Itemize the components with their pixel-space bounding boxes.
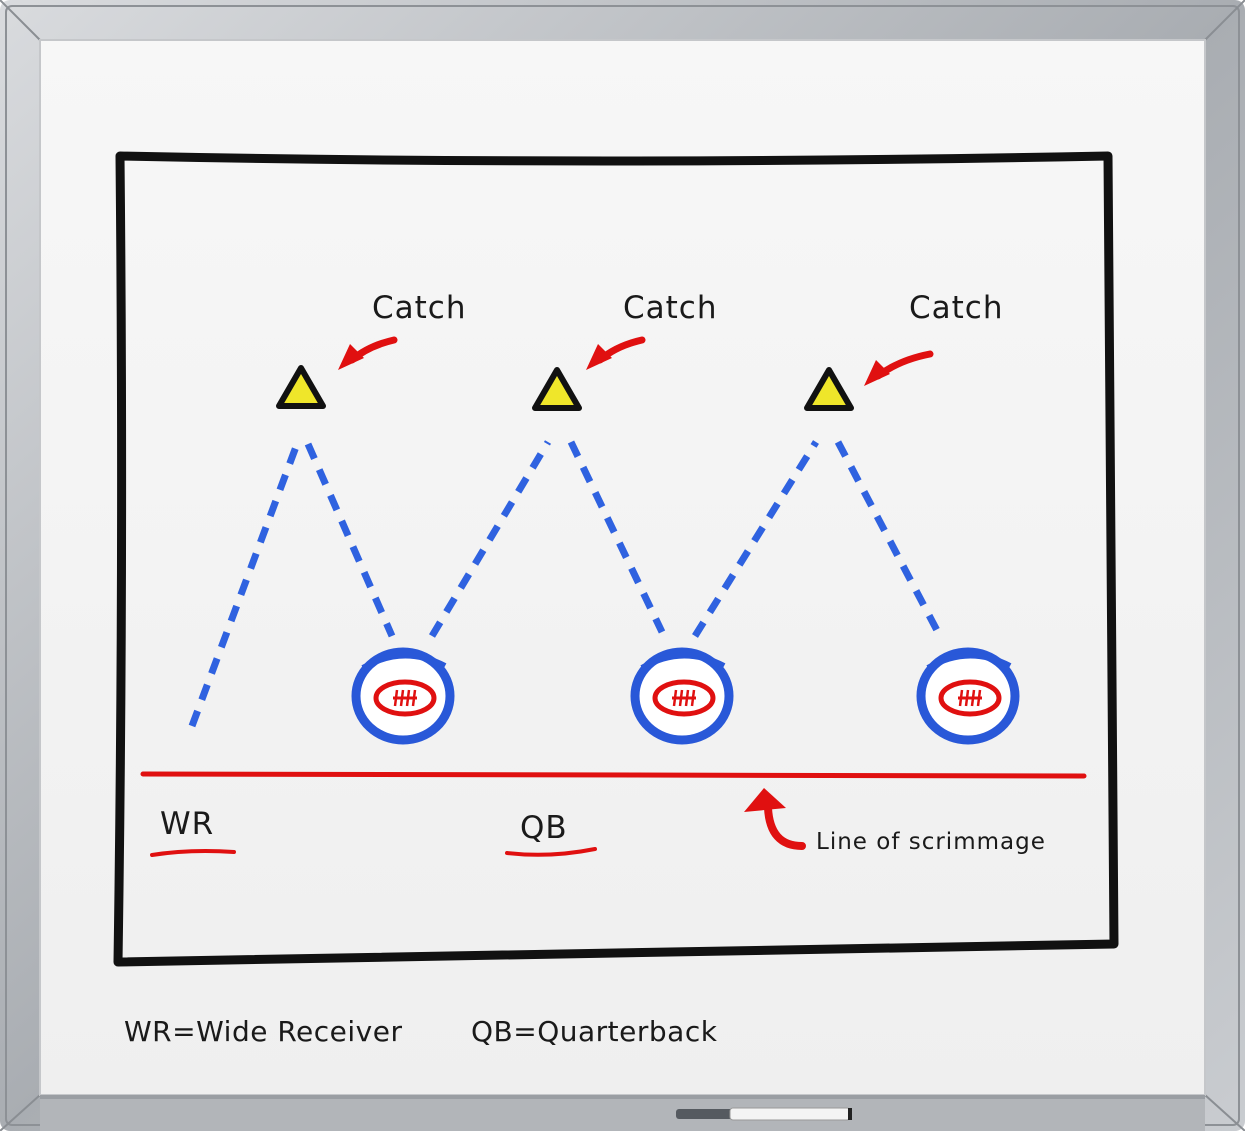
qb-underline	[505, 847, 597, 857]
legend-quarterback: QB=Quarterback	[471, 1015, 718, 1048]
wr-label: WR	[160, 806, 214, 842]
marker-tray	[40, 1095, 1205, 1131]
route-segment	[304, 442, 396, 638]
cone-icon	[532, 367, 582, 411]
football-icon	[351, 647, 455, 745]
football-markers	[351, 647, 1020, 745]
route-segment	[692, 440, 819, 638]
board-surface	[39, 39, 1206, 1096]
line-of-scrimmage	[140, 771, 1087, 779]
cone-icon	[276, 365, 326, 409]
football-icon	[630, 647, 734, 745]
route-segment	[428, 440, 552, 638]
line-of-scrimmage-label: Line of scrimmage	[816, 829, 1046, 855]
football-icon	[916, 647, 1020, 745]
catch-cones	[276, 365, 854, 411]
qb-label: QB	[520, 810, 568, 846]
route-segment	[834, 440, 946, 642]
arrow-icon	[338, 336, 398, 370]
receiver-routes	[188, 440, 946, 728]
legend-wide-receiver: WR=Wide Receiver	[124, 1015, 402, 1048]
route-segment	[188, 442, 301, 728]
catch-label: Catch	[909, 290, 1004, 326]
marker-icon[interactable]	[676, 1107, 852, 1121]
field-border	[113, 151, 1119, 967]
wr-underline	[150, 849, 236, 857]
route-segment	[567, 440, 666, 634]
catch-label: Catch	[372, 290, 467, 326]
catch-arrows	[338, 336, 934, 386]
arrow-icon	[586, 336, 646, 370]
cone-icon	[804, 367, 854, 411]
catch-label: Catch	[623, 290, 718, 326]
arrow-icon	[864, 350, 934, 386]
arrow-icon	[744, 788, 806, 850]
